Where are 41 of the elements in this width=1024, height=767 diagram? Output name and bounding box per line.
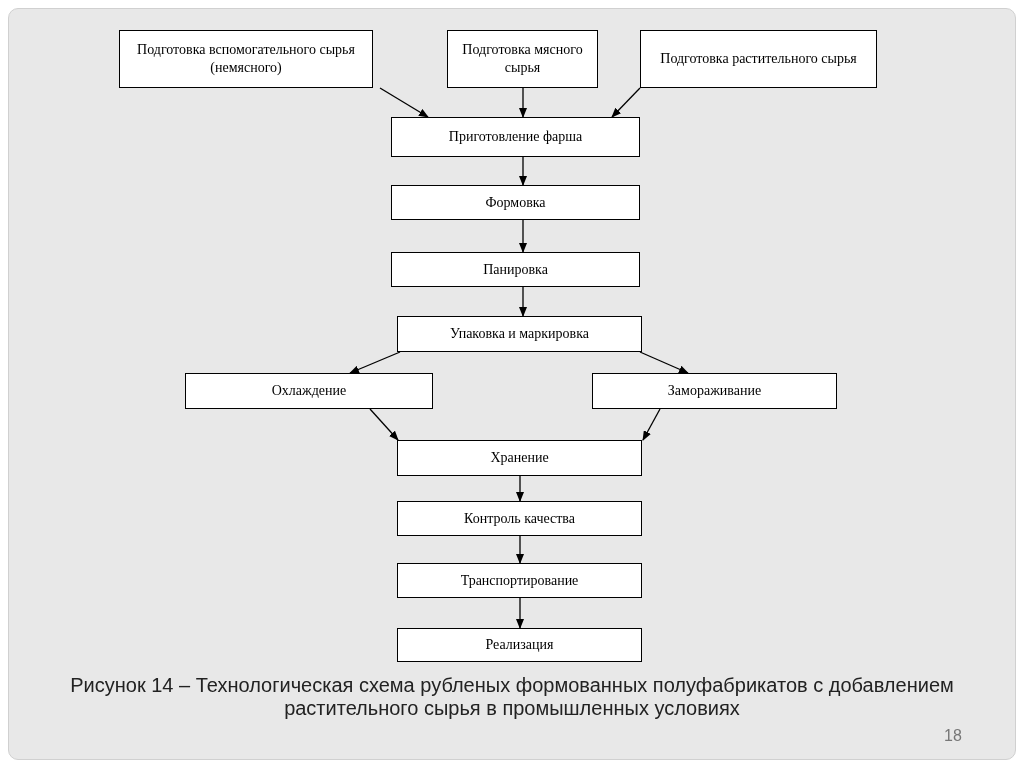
arrow <box>369 408 399 441</box>
arrow <box>519 156 527 186</box>
box-label: Панировка <box>483 260 548 279</box>
process-box <box>640 30 877 88</box>
process-box <box>447 30 598 88</box>
process-box <box>397 440 642 476</box>
process-box <box>592 373 837 409</box>
arrow <box>519 87 527 118</box>
figure-caption: Рисунок 14 – Технологическая схема рубленых формованных полуфабрикатов с добавлением растительного сырья в промышленных условиях <box>69 674 955 720</box>
box-label: Подготовка мясного сырья <box>461 41 584 77</box>
process-box <box>397 316 642 352</box>
box-label: Приготовление фарша <box>448 128 583 146</box>
box-label: Подготовка растительного сырья <box>660 50 857 68</box>
process-box <box>397 501 642 536</box>
slide-number: 18 <box>944 726 962 746</box>
box-label: Контроль качества <box>464 509 575 528</box>
box-label: Подготовка вспомогательного сырья (немясного) <box>136 41 356 77</box>
process-box <box>119 30 373 88</box>
arrow <box>349 351 401 374</box>
process-box <box>397 563 642 598</box>
process-box <box>391 117 640 157</box>
box-label: Упаковка и маркировка <box>449 325 590 343</box>
box-label: Замораживание <box>667 382 762 400</box>
box-label: Охлаждение <box>271 382 347 400</box>
box-label: Транспортирование <box>460 571 579 590</box>
arrow <box>516 597 524 629</box>
arrow <box>611 87 641 118</box>
box-label: Хранение <box>490 449 549 467</box>
box-label: Формовка <box>485 193 546 212</box>
process-box <box>391 185 640 220</box>
box-label: Реализация <box>485 636 554 654</box>
arrow <box>639 351 689 374</box>
process-box <box>185 373 433 409</box>
arrow <box>642 408 661 441</box>
process-box <box>391 252 640 287</box>
arrow <box>379 87 429 118</box>
arrow <box>516 535 524 564</box>
process-box <box>397 628 642 662</box>
arrow <box>519 286 527 317</box>
arrow <box>516 475 524 502</box>
arrow <box>519 219 527 253</box>
